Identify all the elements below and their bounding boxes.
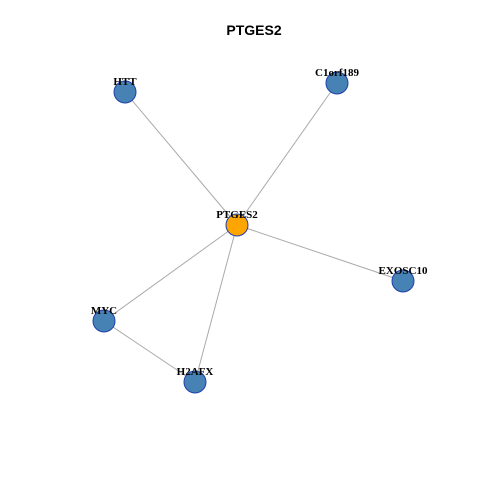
node-ptges2 [225,213,249,237]
edge-ptges2-htt [124,91,238,226]
node-label-htt: HTT [113,76,137,88]
graph-title: PTGES2 [226,22,281,38]
node-label-c1orf189: C1orf189 [315,67,359,79]
node-myc [92,309,116,333]
node-label-exosc10: EXOSC10 [379,265,428,277]
edge-layer [103,82,404,383]
node-label-ptges2: PTGES2 [216,209,258,221]
node-c1orf189 [325,71,349,95]
node-exosc10 [391,269,415,293]
edge-ptges2-exosc10 [236,224,404,282]
node-layer [92,71,415,394]
edge-ptges2-c1orf189 [236,82,338,226]
node-label-h2afx: H2AFX [177,366,214,378]
node-htt [113,80,137,104]
edge-myc-h2afx [103,320,196,383]
edge-ptges2-h2afx [194,224,238,383]
edge-ptges2-myc [103,224,238,322]
node-label-myc: MYC [91,305,117,317]
node-h2afx [183,370,207,394]
